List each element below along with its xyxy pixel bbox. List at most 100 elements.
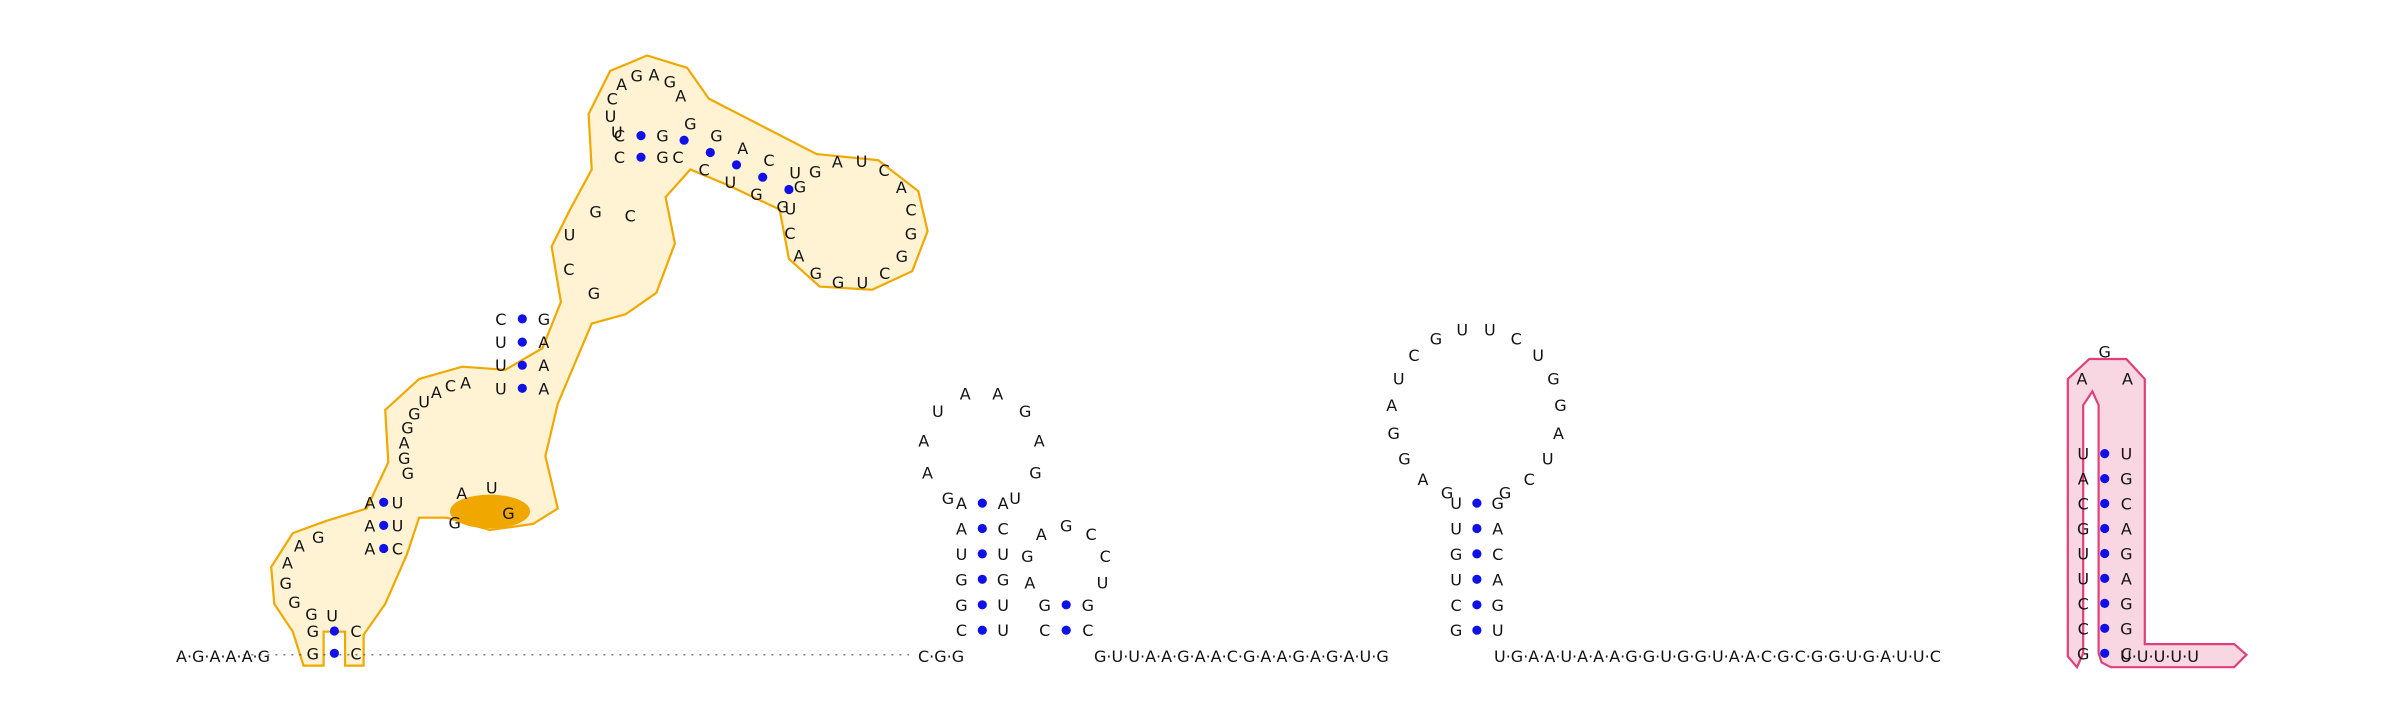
hairpin5-loop-1: G (2098, 342, 2110, 361)
s1-aloop-4: G (630, 67, 642, 86)
s1-iloop-7: C (445, 377, 456, 396)
hairpin5-stem-left-1: C (2078, 619, 2089, 638)
s1-motif-3: G (502, 504, 514, 523)
hairpin2-loop-7: A (1034, 431, 1045, 450)
s1-loop1-5: A (294, 537, 305, 556)
hairpin2-stem-left-5: A (956, 494, 967, 513)
s1-iloop-1: G (398, 449, 410, 468)
hairpin3-stem-pair-0 (1061, 625, 1071, 635)
hairpin5-stem-right-4: G (2120, 545, 2132, 564)
hairpin2-loop-9: U (1009, 489, 1021, 508)
hairpin3-loop-5: C (1100, 547, 1111, 566)
s1-aloop-2: C (607, 90, 618, 109)
s1-bloop-1: A (832, 153, 843, 172)
s1-stem3-left-2: U (495, 333, 507, 352)
hairpin5-stem-right-0: C (2121, 644, 2132, 663)
s1-stem2-left-2: A (364, 493, 375, 512)
hairpin3-stem-right-1: G (1082, 596, 1094, 615)
hairpin2-stem-left-4: A (956, 520, 967, 539)
s1-bloop-7: G (896, 247, 908, 266)
hairpin4-loop-0: G (1441, 484, 1453, 503)
hairpin4-stem-right-3: C (1492, 545, 1503, 564)
hairpin4-stem-pair-2 (1472, 574, 1482, 584)
s1-iloop2-0: G (588, 284, 600, 303)
s1-branch-right-3: G (750, 185, 762, 204)
s1-loop1-0: U (326, 607, 338, 626)
s1-bloop-5: C (905, 200, 916, 219)
s1-stem2-pair-1 (379, 520, 389, 531)
hairpin4-loop-15: U (1542, 449, 1554, 468)
s1-motif-1: A (456, 484, 467, 503)
hairpin5-stem-right-3: A (2121, 569, 2132, 588)
s1-aloop-0: U (611, 123, 623, 142)
hairpin3-stem-pair-1 (1061, 600, 1071, 610)
s1-stem1-left-0: G (307, 644, 319, 663)
s1-branch-pair-2 (731, 160, 742, 170)
hairpin4-stem-right-4: A (1492, 520, 1503, 539)
s1-iloop2-1: C (563, 260, 574, 279)
hairpin4-stem-right-2: A (1492, 570, 1503, 589)
hairpin2-loop-0: G (942, 489, 954, 508)
s1-loop1-2: G (288, 593, 300, 612)
s1-branch-left-2: A (737, 139, 748, 158)
hairpin4-stem-right-5: G (1491, 494, 1503, 513)
hairpin4-loop-8: U (1456, 320, 1468, 339)
hairpin3-stem-right-0: C (1082, 621, 1093, 640)
hairpin4-loop-11: U (1532, 346, 1544, 365)
hairpin2-stem-left-1: G (955, 596, 967, 615)
hairpin2-stem-pair-2 (977, 574, 987, 584)
hairpin2-loop-2: A (918, 431, 929, 450)
hairpin4-stem-left-1: C (1451, 596, 1462, 615)
nucleotide-letters: A·G·A·A·A·G C·G·G G·U·U·A·A·G·A·A·C·G·A·… (176, 66, 2199, 666)
three-prime-tail: U·U·U·U·U (2120, 647, 2199, 666)
hairpin4-loop-1: A (1418, 470, 1429, 489)
s1-aloop-3: A (616, 75, 627, 94)
hairpin2-stem-pair-1 (977, 600, 987, 610)
linker-sequence-2: U·G·A·A·U·A·A·A·G·G·U·G·G·U·A·A·C·G·C·G·… (1494, 647, 1941, 666)
hairpin5-stem-pair-7 (2100, 474, 2110, 484)
hairpin5-stem-right-8: U (2120, 445, 2132, 464)
s1-bloop-11: G (810, 264, 822, 283)
hairpin5-stem-pair-1 (2100, 623, 2110, 633)
hairpin4-loop-7: G (1430, 329, 1442, 348)
hairpin2-loop-6: G (1019, 402, 1031, 421)
hairpin5-stem-pair-6 (2100, 498, 2110, 509)
hairpin4-loop-10: C (1511, 329, 1522, 348)
s1-iloop2-2: U (564, 226, 576, 245)
hairpin4-loop-16: C (1524, 470, 1535, 489)
s1-iloop-0: G (402, 464, 414, 483)
hairpin2-stem-right-1: U (997, 596, 1009, 615)
s1-stem2-right-2: U (392, 493, 404, 512)
s1-stem4-right-0: G (656, 148, 668, 167)
s1-branch-left-0: G (684, 114, 696, 133)
s1-loop1-3: G (279, 574, 291, 593)
s1-stem4-pair-1 (636, 131, 646, 141)
s1-stem4-right-1: G (656, 127, 668, 146)
s1-branch-left-1: G (710, 127, 722, 146)
hairpin2-stem-pair-3 (977, 549, 987, 559)
hairpin4-stem-left-5: U (1450, 494, 1462, 513)
hairpin2-stem-right-4: C (998, 520, 1009, 539)
hairpin4-loop-6: C (1408, 346, 1419, 365)
s1-stem2-right-0: C (392, 540, 403, 559)
s1-stem1-right-0: C (350, 644, 361, 663)
hairpin5-stem-left-8: U (2077, 445, 2089, 464)
s1-branch-left-3: C (763, 151, 774, 170)
s1-stem3-pair-2 (517, 337, 527, 347)
s1-stem1-right-1: C (350, 622, 361, 641)
s1-stem3-right-2: A (538, 333, 549, 352)
s1-stem4-left-0: C (614, 148, 625, 167)
s1-iloop-6: A (431, 383, 442, 402)
hairpin2-stem-right-3: U (997, 545, 1009, 564)
hairpin5-stem-left-2: C (2078, 594, 2089, 613)
s1-stem3-pair-0 (517, 383, 527, 393)
hairpin2-stem-pair-5 (977, 498, 987, 508)
s1-iloop-8: A (460, 373, 471, 392)
s1-loop1-6: G (312, 528, 324, 547)
s1-stem2-left-1: A (364, 516, 375, 535)
hairpin4-stem-pair-5 (1472, 498, 1482, 508)
base-pair-dots (329, 131, 2110, 658)
s1-loop1-4: A (282, 554, 293, 573)
s1-branch-right-2: U (724, 173, 736, 192)
s1-branch-right-4: G (776, 198, 788, 217)
